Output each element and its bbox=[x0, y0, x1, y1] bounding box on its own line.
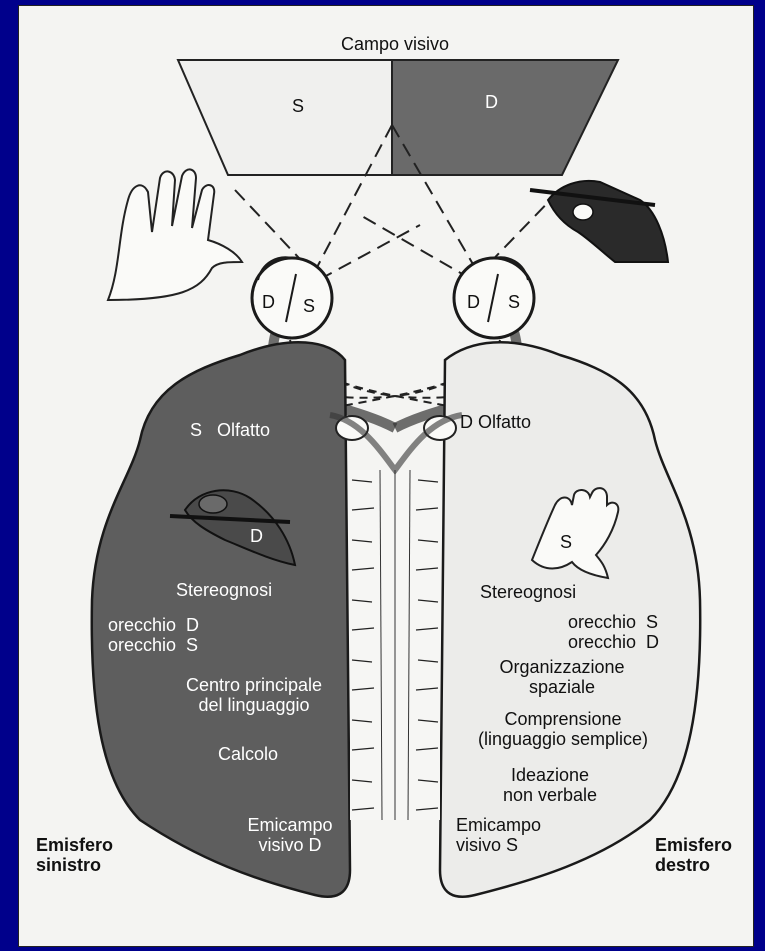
left-hemisphere-name: Emisfero sinistro bbox=[36, 835, 114, 875]
right-hemifield-label: Emicampo visivo S bbox=[456, 815, 542, 855]
left-hemifield-label: Emicampo visivo D bbox=[247, 815, 333, 855]
right-hemisphere-name: Emisfero destro bbox=[655, 835, 733, 875]
right-hand-top bbox=[529, 180, 670, 263]
visual-field-left-half bbox=[176, 59, 393, 176]
right-olfaction-label: D Olfatto bbox=[460, 412, 532, 432]
visual-field-left-label: S bbox=[292, 96, 305, 116]
right-ears-label: orecchio S orecchio D bbox=[568, 612, 660, 652]
left-hand-top bbox=[106, 168, 244, 302]
eye-left-label-s: S bbox=[303, 296, 316, 316]
left-stereognosis-label: Stereognosi bbox=[176, 580, 273, 600]
eye-left-label-d: D bbox=[262, 292, 275, 312]
olfactory-bulbs bbox=[329, 412, 463, 476]
left-hemisphere-hand bbox=[169, 489, 297, 567]
visual-field-screen bbox=[176, 59, 620, 176]
visual-field-title: Campo visivo bbox=[340, 34, 450, 54]
eye-right-label-d: D bbox=[467, 292, 480, 312]
comprehension-label: Comprensione (linguaggio semplice) bbox=[477, 709, 649, 749]
corpus-callosum bbox=[350, 469, 440, 821]
right-hemisphere-hand bbox=[530, 487, 620, 580]
visual-field-right-label: D bbox=[485, 92, 498, 112]
right-hemisphere bbox=[438, 341, 702, 898]
calculation-label: Calcolo bbox=[218, 744, 279, 764]
left-hand-label: D bbox=[250, 526, 263, 546]
left-ears-label: orecchio D orecchio S bbox=[108, 615, 200, 655]
eye-right bbox=[452, 256, 536, 340]
eye-right-label-s: S bbox=[508, 292, 521, 312]
language-center-label: Centro principale del linguaggio bbox=[185, 675, 323, 715]
left-olfaction-label: S Olfatto bbox=[190, 420, 271, 440]
left-hemisphere bbox=[90, 341, 352, 898]
nonverbal-ideation-label: Ideazione non verbale bbox=[502, 765, 598, 805]
spatial-organization-label: Organizzazione spaziale bbox=[499, 657, 625, 697]
right-hand-label: S bbox=[560, 532, 573, 552]
visual-field-right-half bbox=[391, 59, 620, 176]
eye-left bbox=[250, 256, 334, 340]
right-stereognosis-label: Stereognosi bbox=[480, 582, 577, 602]
